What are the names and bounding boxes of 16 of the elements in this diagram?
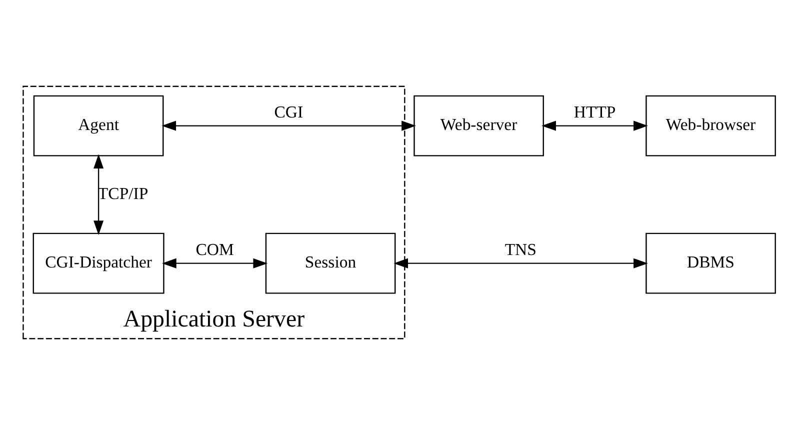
edge-label: HTTP bbox=[574, 102, 616, 122]
arrow bbox=[94, 154, 104, 235]
edge-label: TCP/IP bbox=[98, 184, 148, 203]
arrow bbox=[542, 120, 648, 131]
node-box: Web-browser bbox=[646, 95, 776, 156]
node-box: CGI-Dispatcher bbox=[32, 232, 164, 294]
arrow bbox=[162, 120, 416, 131]
node-box: Agent bbox=[33, 95, 164, 156]
node-box: DBMS bbox=[646, 232, 776, 294]
node-box: Web-server bbox=[414, 95, 544, 156]
arrow bbox=[394, 258, 648, 268]
edge-label: COM bbox=[196, 240, 234, 260]
node-box: Session bbox=[265, 232, 396, 294]
edge-label: CGI bbox=[274, 102, 304, 122]
edge-label: TNS bbox=[504, 240, 536, 260]
arrow bbox=[162, 258, 268, 268]
